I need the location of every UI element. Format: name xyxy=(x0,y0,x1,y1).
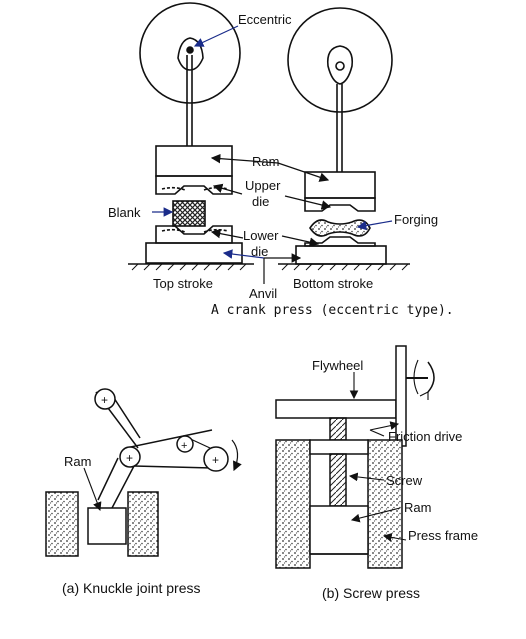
screw-press xyxy=(275,345,435,569)
label-friction-drive: Friction drive xyxy=(388,429,462,444)
label-lower-die: Lower xyxy=(243,228,279,243)
label-ram: Ram xyxy=(252,154,279,169)
anvil-right xyxy=(295,245,387,265)
eccentric-disc-right xyxy=(287,7,393,113)
label-lower-die-2: die xyxy=(251,244,268,259)
flywheel xyxy=(275,399,397,419)
crank-press xyxy=(128,2,410,284)
caption-screw-press: (b) Screw press xyxy=(322,585,420,601)
label-anvil: Anvil xyxy=(249,286,277,301)
label-flywheel: Flywheel xyxy=(312,358,363,373)
anvil-left xyxy=(145,242,243,264)
eccentric-disc-left xyxy=(139,2,241,104)
label-upper-die: Upper xyxy=(245,178,281,193)
label-forging: Forging xyxy=(394,212,438,227)
label-press-frame: Press frame xyxy=(408,528,478,543)
pin-crank xyxy=(203,446,229,472)
frame-right xyxy=(127,491,159,557)
caption-crank-press: A crank press (eccentric type). xyxy=(211,303,454,318)
ram-left xyxy=(155,145,233,177)
knuckle-ram xyxy=(87,507,127,545)
svg-text:+: + xyxy=(126,451,133,465)
press-frame-right xyxy=(367,439,403,569)
upper-die-right xyxy=(304,197,376,212)
label-blank: Blank xyxy=(108,205,141,220)
label-screw: Screw xyxy=(386,473,423,488)
pin-knuckle xyxy=(119,446,141,468)
svg-text:+: + xyxy=(181,440,187,452)
svg-text:+: + xyxy=(212,453,219,467)
label-top-stroke: Top stroke xyxy=(153,276,213,291)
lower-link xyxy=(97,457,135,509)
drive-rotation xyxy=(427,361,435,393)
pin-top xyxy=(94,388,116,410)
eccentric-cam-left xyxy=(177,37,204,71)
label-screw-ram: Ram xyxy=(404,500,431,515)
lower-die-left xyxy=(155,225,233,244)
label-upper-die-2: die xyxy=(252,194,269,209)
lower-die-right xyxy=(304,236,376,247)
screw-press-labels: Flywheel Friction drive Screw Ram Press … xyxy=(312,358,478,601)
drive-link xyxy=(125,429,213,469)
label-eccentric: Eccentric xyxy=(238,12,292,27)
press-frame-left xyxy=(275,439,311,569)
eccentric-cam-right xyxy=(326,45,354,85)
upper-die-left xyxy=(155,175,233,195)
label-bottom-stroke: Bottom stroke xyxy=(293,276,373,291)
forging xyxy=(309,219,371,237)
frame-left xyxy=(45,491,79,557)
svg-text:+: + xyxy=(101,393,108,407)
rotation-arrow xyxy=(231,439,242,472)
caption-knuckle-press: (a) Knuckle joint press xyxy=(62,580,201,596)
frame-crossbar xyxy=(309,439,369,455)
ground-hatch xyxy=(131,263,409,271)
crank-press-labels: Eccentric Ram Upper die Blank Forging Lo… xyxy=(108,12,454,318)
knuckle-press: + + + + xyxy=(45,388,242,557)
screw-shaft xyxy=(329,453,347,507)
pin-mid xyxy=(176,435,194,453)
blank xyxy=(172,200,206,227)
label-knuckle-ram: Ram xyxy=(64,454,91,469)
screw-top xyxy=(329,417,347,441)
screw-ram xyxy=(309,505,369,555)
